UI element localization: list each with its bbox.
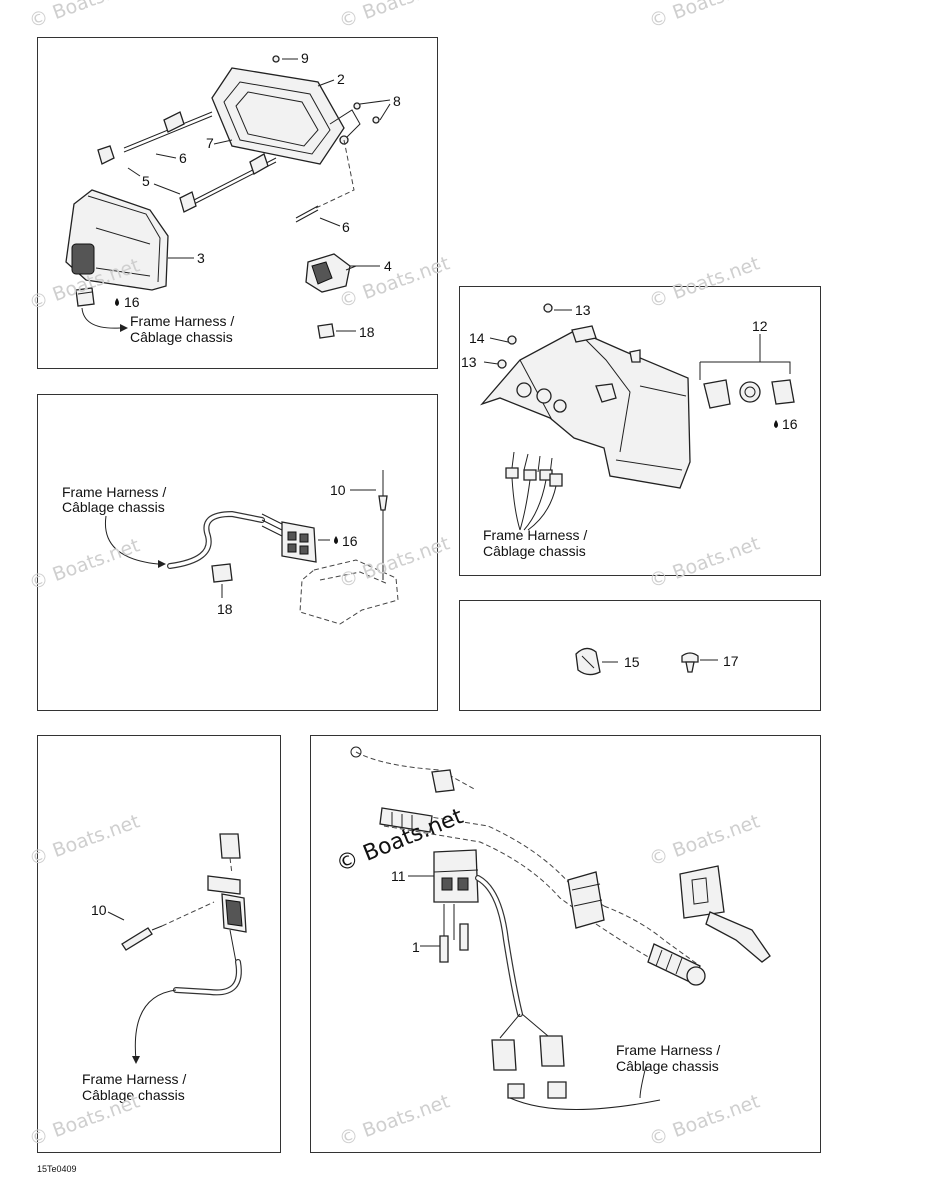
sealant-drop-icon-p1 <box>115 298 119 306</box>
sealant-16-p2: 16 <box>342 533 358 549</box>
connector-block-p2 <box>281 521 317 563</box>
fuse-holder <box>207 833 247 933</box>
figure-code: 15Te0409 <box>37 1164 77 1174</box>
callout-18-a: 18 <box>359 324 375 340</box>
pin-p2 <box>350 470 388 580</box>
harness-label-fr-p2: Câblage chassis <box>62 499 165 515</box>
mirror-mount-block <box>567 871 605 929</box>
harness-label-fr-p6: Câblage chassis <box>616 1058 719 1074</box>
dash-panel-body <box>479 303 691 489</box>
svg-text:© Boats.net: © Boats.net <box>26 0 142 33</box>
harness-wire-p2 <box>167 510 283 569</box>
harness-label-fr-p5: Câblage chassis <box>82 1087 185 1103</box>
harness-label-fr-p3: Câblage chassis <box>483 543 586 559</box>
svg-text:© Boats.net: © Boats.net <box>26 534 142 594</box>
push-rivet-17 <box>681 652 718 673</box>
callout-6-b: 6 <box>342 219 350 235</box>
svg-text:© Boats.net: © Boats.net <box>336 1090 452 1150</box>
callout-11: 11 <box>391 868 406 884</box>
svg-text:© Boats.net: © Boats.net <box>646 0 762 33</box>
callout-14: 14 <box>469 330 485 346</box>
sealant-drop-icon-p2 <box>334 536 338 544</box>
callout-3: 3 <box>197 250 205 266</box>
callout-13-a: 13 <box>575 302 591 318</box>
harness-label-en-p3: Frame Harness / <box>483 527 587 543</box>
callout-2: 2 <box>337 71 345 87</box>
handlebar-outline <box>350 746 701 977</box>
p1-leaders <box>127 58 391 332</box>
harness-label-en-p1: Frame Harness / <box>130 313 234 329</box>
svg-text:© Boats.net: © Boats.net <box>646 252 762 312</box>
harness-label-fr-p1: Câblage chassis <box>130 329 233 345</box>
callout-12: 12 <box>752 318 768 334</box>
callout-1: 1 <box>412 939 420 955</box>
pin-p5 <box>107 901 215 951</box>
p2-harness-arrow <box>104 515 159 565</box>
connector-small-p2 <box>211 563 233 598</box>
brake-lever-assembly <box>679 865 771 963</box>
switch-cable <box>475 875 549 1039</box>
p1-harness-arrow <box>81 307 121 329</box>
svg-text:© Boats.net: © Boats.net <box>336 252 452 312</box>
callout-6-a: 6 <box>179 150 187 166</box>
harness-label-en-p5: Frame Harness / <box>82 1071 186 1087</box>
headlight-housing <box>211 67 361 165</box>
clip-15 <box>575 647 618 676</box>
harness-label-en-p2: Frame Harness / <box>62 484 166 500</box>
sealant-16-p3: 16 <box>782 416 798 432</box>
svg-text:© Boats.net: © Boats.net <box>646 1090 762 1150</box>
bulb-socket <box>305 253 357 293</box>
svg-text:© Boats.net: © Boats.net <box>646 532 762 592</box>
dashed-bracket-p2 <box>299 559 399 625</box>
headlight-lens <box>65 189 169 291</box>
connector-small-p1 <box>75 287 335 339</box>
harness-wires-p3 <box>505 451 563 531</box>
p1-dashed-guide <box>315 139 355 209</box>
callout-13-b: 13 <box>461 354 477 370</box>
panel-fuse-harness <box>37 735 281 1153</box>
watermarks: © Boats.net © Boats.net © Boats.net © Bo… <box>26 0 762 1151</box>
sealant-drop-icon-p3 <box>774 420 778 428</box>
callout-18-b: 18 <box>217 601 233 617</box>
p5-harness-arrow <box>134 989 177 1061</box>
svg-text:© Boats.net: © Boats.net <box>336 0 452 33</box>
switch-housing <box>433 849 479 963</box>
harness-wire-p5 <box>173 929 242 996</box>
p3-leaders <box>483 309 761 365</box>
p6-leaders <box>408 875 647 1099</box>
svg-text:© Boats.net: © Boats.net <box>26 810 142 870</box>
switch-connectors <box>491 1035 661 1111</box>
callout-7: 7 <box>206 135 214 151</box>
callout-8: 8 <box>393 93 401 109</box>
right-grip <box>647 943 706 986</box>
callout-5: 5 <box>142 173 150 189</box>
callout-17: 17 <box>723 653 739 669</box>
callout-10-b: 10 <box>91 902 107 918</box>
indicator-light-assembly <box>699 340 795 409</box>
callout-10-a: 10 <box>330 482 346 498</box>
adjuster-screws <box>97 55 380 223</box>
callout-9: 9 <box>301 50 309 66</box>
harness-label-en-p6: Frame Harness / <box>616 1042 720 1058</box>
callout-15: 15 <box>624 654 640 670</box>
panel-frame-harness-connector <box>37 394 438 711</box>
throttle-lever <box>379 769 455 833</box>
svg-text:© Boats.net: © Boats.net <box>646 810 762 870</box>
sealant-16-p1: 16 <box>124 294 140 310</box>
callout-4: 4 <box>384 258 392 274</box>
panel-clips <box>459 600 821 711</box>
